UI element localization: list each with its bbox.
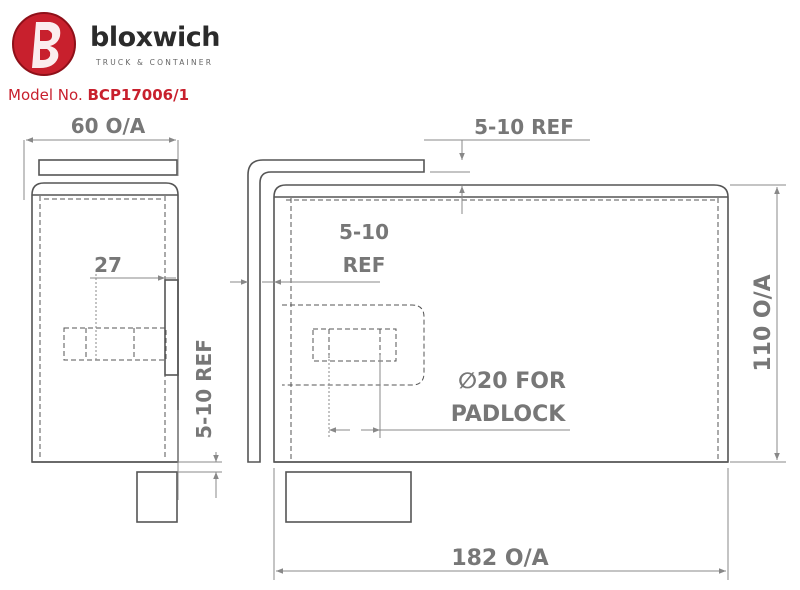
dim-overall-length: 182 O/A — [451, 546, 548, 571]
side-view-dimensions — [23, 137, 222, 500]
bloxwich-logo-icon — [12, 12, 76, 76]
front-view-keeper — [285, 471, 412, 523]
dim-flange-ref-vertical: 5-10 REF — [192, 339, 216, 439]
front-view — [247, 159, 729, 523]
model-label: Model No. — [8, 86, 83, 104]
dim-side-gap-ref-1: 5-10 — [339, 220, 389, 244]
side-view-top-flange — [38, 159, 178, 176]
brand-tagline: TRUCK & CONTAINER — [96, 58, 214, 67]
front-view-body — [273, 184, 729, 463]
side-view-keeper — [136, 471, 178, 523]
side-view — [31, 159, 179, 523]
dim-overall-width: 60 O/A — [71, 114, 146, 138]
model-number: BCP17006/1 — [87, 86, 190, 104]
dim-hole-offset: 27 — [94, 253, 122, 277]
side-view-body — [31, 182, 179, 463]
front-view-hasp-strap — [247, 159, 425, 463]
brand-name: bloxwich — [90, 22, 220, 53]
dim-overall-height: 110 O/A — [751, 274, 776, 371]
dim-top-gap-ref: 5-10 REF — [474, 115, 574, 139]
side-view-slot-hidden — [63, 327, 167, 361]
dim-side-gap-ref-2: REF — [343, 253, 386, 277]
front-view-dimensions — [230, 139, 786, 580]
padlock-note-2: PADLOCK — [451, 402, 566, 427]
brand-block: bloxwich TRUCK & CONTAINER — [10, 8, 240, 86]
side-view-tab — [164, 279, 179, 376]
front-view-padlock-hole-hidden — [312, 328, 397, 362]
padlock-note-1: ∅20 FOR — [458, 369, 566, 394]
model-number-line: Model No. BCP17006/1 — [8, 86, 189, 104]
front-view-hidden-tongue — [282, 304, 425, 386]
